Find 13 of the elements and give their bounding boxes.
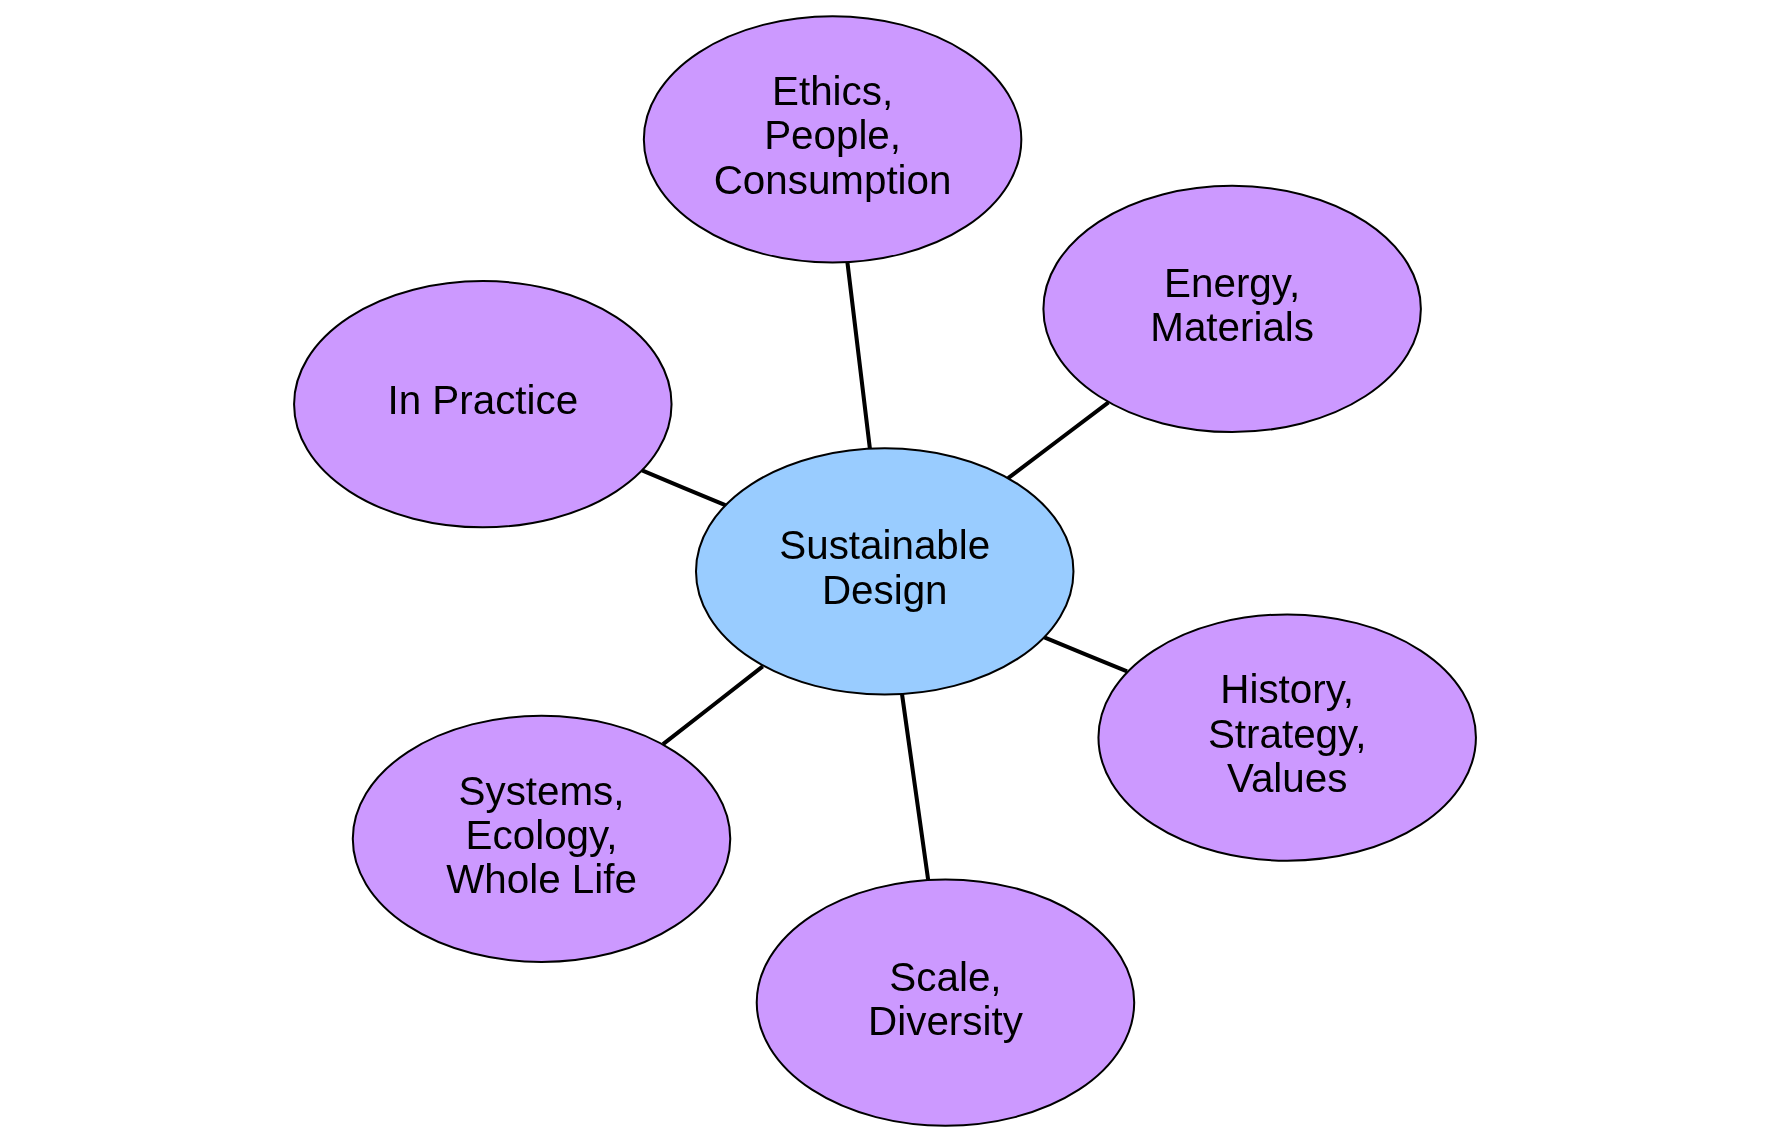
connector	[1006, 400, 1110, 480]
connector	[900, 694, 931, 880]
connector	[845, 262, 872, 449]
node-ellipse: Sustainable Design	[695, 447, 1075, 696]
node-ellipse: Ethics, People, Consumption	[642, 15, 1023, 264]
connector	[661, 664, 764, 746]
node-ellipse: History, Strategy, Values	[1097, 613, 1477, 862]
connector	[641, 468, 727, 507]
node-ellipse: Energy, Materials	[1042, 184, 1422, 434]
connector	[1043, 635, 1128, 674]
node-ellipse: Scale, Diversity	[755, 878, 1136, 1127]
node-ellipse: In Practice	[293, 280, 673, 529]
node-ellipse: Systems, Ecology, Whole Life	[351, 714, 732, 963]
